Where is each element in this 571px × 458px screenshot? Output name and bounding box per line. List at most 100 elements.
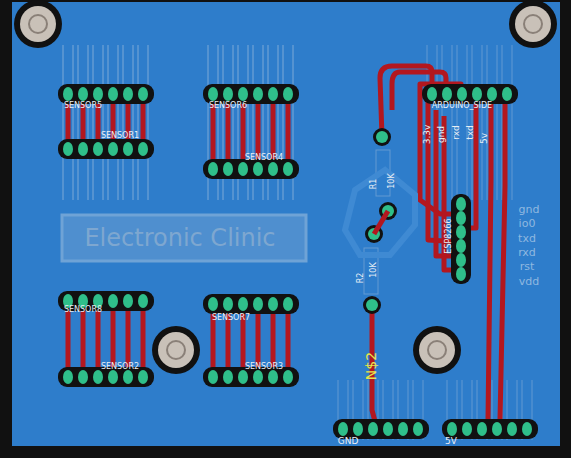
silk-line: [73, 45, 74, 200]
pad: [223, 297, 233, 311]
pad: [63, 87, 73, 101]
pad: [123, 294, 133, 308]
silk-line: [73, 45, 74, 200]
pad: [338, 422, 348, 436]
pad: [353, 422, 363, 436]
silk-line: [472, 45, 473, 200]
pad: [223, 162, 233, 176]
pad: [283, 87, 293, 101]
silk-line: [118, 45, 119, 200]
silk-line: [63, 45, 64, 200]
silk-label: ESP8266: [445, 218, 453, 253]
silk-line: [103, 45, 104, 200]
pad: [123, 87, 133, 101]
pad: [108, 87, 118, 101]
watermark-text: Electronic Clinic: [84, 226, 275, 250]
silk-label: R2: [357, 273, 365, 284]
silk-label: 10K: [388, 173, 396, 188]
silk-label: SENSOR6: [209, 102, 247, 110]
pad: [283, 162, 293, 176]
header-outline: [58, 139, 154, 159]
pad: [93, 142, 103, 156]
mounting-holes: [14, 0, 557, 374]
header-outline: [451, 194, 471, 284]
pads: [58, 84, 538, 439]
trace: [500, 94, 505, 420]
via-outline: [373, 128, 391, 146]
pad: [283, 297, 293, 311]
header-outline: [203, 294, 299, 314]
silk-line: [138, 45, 139, 200]
pad: [223, 87, 233, 101]
pad: [456, 239, 466, 253]
silk-line: [78, 45, 79, 200]
pad: [457, 87, 467, 101]
silk-line: [497, 45, 498, 200]
pad: [477, 422, 487, 436]
silk-line: [78, 45, 79, 200]
pad: [456, 211, 466, 225]
pad: [78, 370, 88, 384]
pad: [383, 422, 393, 436]
silk-label: SENSOR3: [245, 363, 283, 371]
pad: [487, 87, 497, 101]
pad: [93, 370, 103, 384]
ground-clearance: [345, 170, 415, 255]
silk-line: [103, 45, 104, 200]
pad: [268, 87, 278, 101]
trace: [286, 94, 291, 169]
hole-ring: [509, 0, 557, 48]
pad: [268, 297, 278, 311]
silk-line: [88, 45, 89, 200]
silk-label: GND: [338, 437, 359, 446]
pad: [93, 87, 103, 101]
pad: [456, 267, 466, 281]
silk-line: [467, 45, 468, 200]
pad: [238, 297, 248, 311]
pad: [238, 162, 248, 176]
pad: [78, 87, 88, 101]
pad: [123, 142, 133, 156]
pad: [238, 87, 248, 101]
pad: [238, 370, 248, 384]
hole: [515, 6, 551, 42]
logo-outline: [62, 215, 306, 261]
pad: [78, 142, 88, 156]
hole-inner: [428, 341, 446, 359]
pad: [522, 422, 532, 436]
pad: [462, 422, 472, 436]
pad: [138, 87, 148, 101]
silk-label: SENSOR7: [212, 314, 250, 322]
silk-line: [148, 45, 149, 200]
hole: [158, 332, 194, 368]
silk-line: [138, 45, 139, 200]
silk-line: [502, 45, 503, 200]
pad: [472, 87, 482, 101]
pad: [108, 370, 118, 384]
silk-label: gnd: [437, 125, 446, 142]
silk-line: [93, 45, 94, 200]
pad: [123, 370, 133, 384]
silk-label: txd: [518, 233, 536, 244]
silk-line: [487, 45, 488, 200]
pad: [268, 370, 278, 384]
pad: [63, 370, 73, 384]
pad: [368, 422, 378, 436]
pad: [253, 370, 263, 384]
silk-label: io0: [519, 218, 536, 229]
silk-line: [457, 45, 458, 200]
silk-label: rxd: [452, 125, 461, 140]
pad: [208, 87, 218, 101]
pad: [456, 253, 466, 267]
hole-ring: [152, 326, 200, 374]
pad: [268, 162, 278, 176]
silk-line: [133, 45, 134, 200]
silk-label: 5V: [445, 437, 457, 446]
pad: [63, 142, 73, 156]
pad: [502, 87, 512, 101]
pad: [108, 142, 118, 156]
hole-inner: [167, 341, 185, 359]
pad: [208, 297, 218, 311]
silk-label: ARDUINO_SIDE: [432, 102, 492, 110]
pad: [223, 370, 233, 384]
